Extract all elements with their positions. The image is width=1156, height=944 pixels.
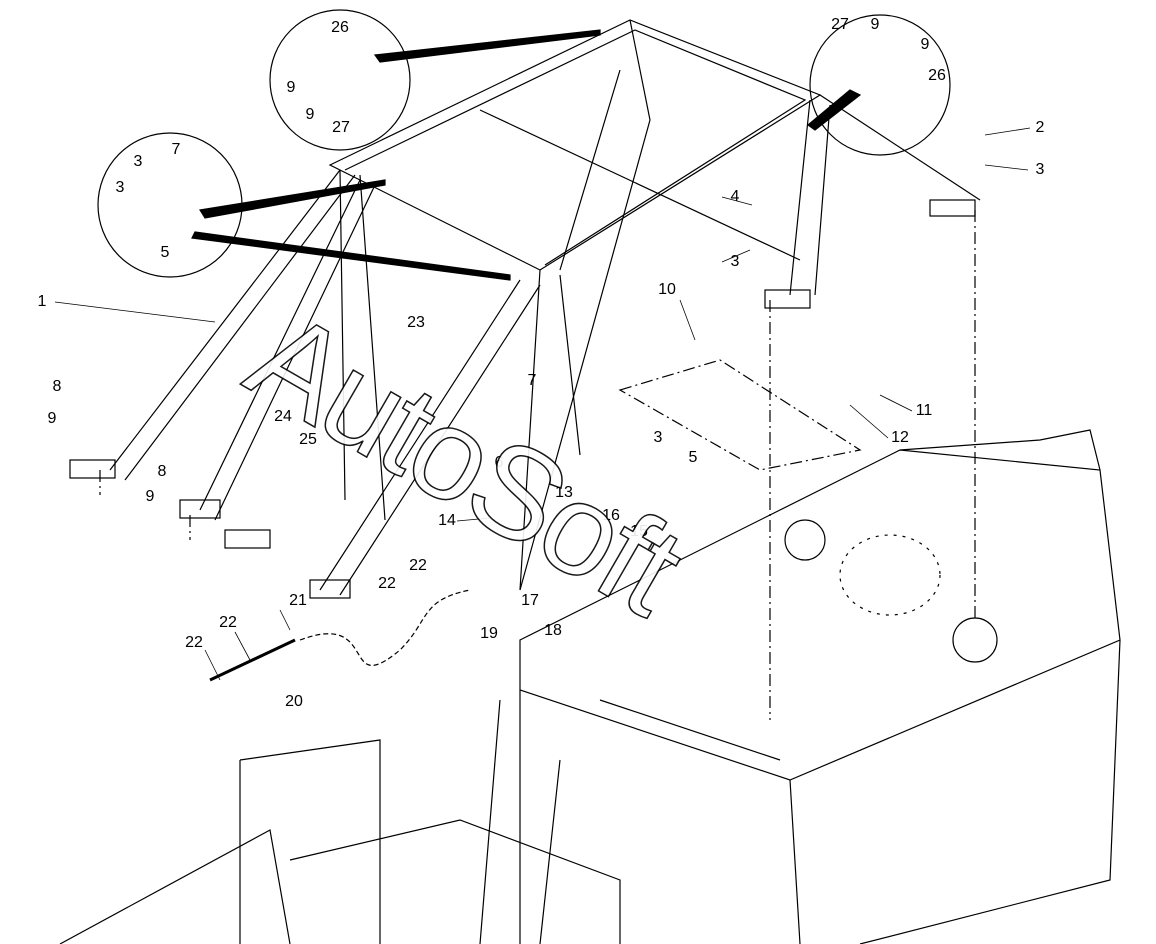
callout-label: 13 bbox=[555, 484, 573, 501]
callout-label: 22 bbox=[378, 575, 396, 592]
detail-circle-top-left bbox=[269, 9, 411, 151]
callout-label: 11 bbox=[915, 402, 933, 419]
callout-label: 5 bbox=[688, 449, 698, 466]
callout-label: 9 bbox=[920, 36, 930, 53]
callout-label: 14 bbox=[438, 512, 456, 529]
callout-label: 9 bbox=[145, 488, 155, 505]
callout-label: 2 bbox=[1035, 119, 1045, 136]
callout-label: 18 bbox=[544, 622, 562, 639]
callout-label: 19 bbox=[480, 625, 498, 642]
callout-label: 26 bbox=[331, 19, 349, 36]
callout-label: 12 bbox=[891, 429, 909, 446]
callout-label: 25 bbox=[299, 431, 317, 448]
callout-label: 27 bbox=[831, 16, 849, 33]
callout-label: 9 bbox=[870, 16, 880, 33]
callout-label: 21 bbox=[289, 592, 307, 609]
callout-label: 24 bbox=[274, 408, 292, 425]
callout-label: 3 bbox=[730, 253, 740, 270]
callout-label: 22 bbox=[219, 614, 237, 631]
callout-label: 5 bbox=[160, 244, 170, 261]
callout-label: 9 bbox=[286, 79, 296, 96]
callout-label: 6 bbox=[494, 454, 504, 471]
detail-pointer bbox=[199, 179, 386, 219]
machine-base bbox=[59, 429, 1121, 944]
detail-circle-top-right bbox=[809, 14, 951, 156]
callout-label: 8 bbox=[157, 463, 167, 480]
callout-label: 22 bbox=[185, 634, 203, 651]
callout-label: 20 bbox=[285, 693, 303, 710]
cable bbox=[299, 589, 471, 667]
detail-pointer bbox=[807, 89, 862, 131]
callout-label: 3 bbox=[133, 153, 143, 170]
callout-label: 26 bbox=[928, 67, 946, 84]
frame-structure bbox=[69, 19, 981, 599]
callout-label: 22 bbox=[409, 557, 427, 574]
cable-end bbox=[209, 638, 296, 682]
callout-label: 9 bbox=[305, 106, 315, 123]
leader-lines bbox=[54, 127, 1031, 681]
callout-label: 17 bbox=[521, 592, 539, 609]
callout-label: 1 bbox=[37, 293, 47, 310]
detail-circle-left bbox=[97, 132, 243, 278]
callout-label: 10 bbox=[658, 281, 676, 298]
detail-pointer bbox=[191, 231, 511, 281]
callout-label: 3 bbox=[1035, 161, 1045, 178]
callout-label: 7 bbox=[527, 372, 537, 389]
callout-label: 4 bbox=[730, 188, 740, 205]
callout-label: 7 bbox=[171, 141, 181, 158]
callout-label: 27 bbox=[332, 119, 350, 136]
guide-lines bbox=[99, 210, 976, 720]
callout-label: 8 bbox=[52, 378, 62, 395]
callout-label: 3 bbox=[115, 179, 125, 196]
callout-label: 3 bbox=[653, 429, 663, 446]
callout-label: 23 bbox=[407, 314, 425, 331]
callout-label: 9 bbox=[47, 410, 57, 427]
callout-label: 15 bbox=[630, 523, 648, 540]
detail-pointer bbox=[373, 29, 601, 63]
callout-label: 16 bbox=[602, 507, 620, 524]
